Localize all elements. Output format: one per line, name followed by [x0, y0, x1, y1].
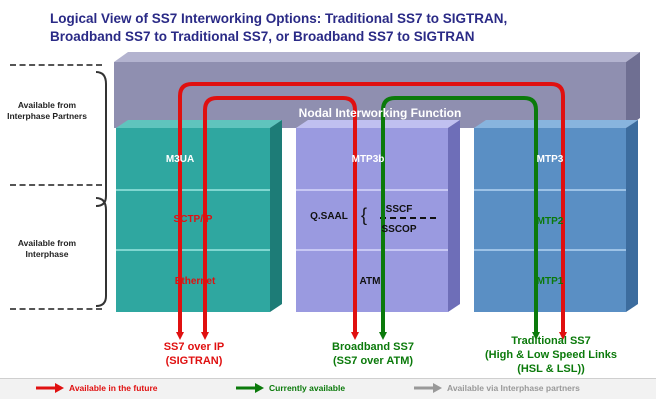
output-sigtran: SS7 over IP (SIGTRAN): [124, 340, 264, 368]
layer-mtp3: MTP3: [536, 154, 564, 165]
title-line-1: Logical View of SS7 Interworking Options…: [50, 11, 508, 26]
legend-item-future: Available in the future: [36, 383, 157, 393]
title-line-2: Broadband SS7 to Traditional SS7, or Bro…: [50, 29, 475, 44]
sigtran-stack: [116, 120, 282, 312]
dashed-divider-bottom: [10, 308, 102, 310]
layer-sscop: SSCOP: [381, 224, 417, 235]
output-sigtran-line-1: SS7 over IP: [163, 341, 225, 353]
layer-atm: ATM: [359, 276, 381, 287]
dashed-divider-top: [10, 64, 102, 66]
bracket-partners: [95, 71, 107, 207]
layer-m3ua: M3UA: [165, 154, 195, 165]
layer-mtp3b: MTP3b: [351, 154, 385, 165]
output-traditional-line-2: (High & Low Speed Links: [484, 349, 617, 361]
broadband-stack: [296, 120, 460, 312]
layer-qsaal-brace: {: [360, 205, 367, 225]
layer-mtp1: MTP1: [536, 276, 564, 287]
route-current-broadband-traditional: [381, 96, 540, 340]
legend-current-label: Currently available: [269, 383, 346, 393]
legend: Available in the future Currently availa…: [0, 378, 656, 399]
output-broadband-line-1: Broadband SS7: [332, 341, 414, 353]
output-traditional: Traditional SS7 (High & Low Speed Links …: [456, 334, 646, 376]
output-sigtran-line-2: (SIGTRAN): [165, 355, 223, 367]
legend-item-current: Currently available: [236, 383, 345, 393]
legend-partners-label: Available via Interphase partners: [447, 383, 580, 393]
diagram-title: Logical View of SS7 Interworking Options…: [50, 10, 650, 46]
route-future-sigtran-traditional: [178, 82, 567, 340]
nodal-band: [114, 52, 640, 128]
output-traditional-line-3: (HSL & LSL)): [517, 363, 585, 375]
legend-item-partners: Available via Interphase partners: [414, 383, 580, 393]
dashed-divider-middle: [10, 184, 102, 186]
bracket-interphase: [95, 197, 107, 307]
layer-qsaal: Q.SAAL: [310, 211, 348, 222]
output-broadband-line-2: (SS7 over ATM): [332, 355, 414, 367]
layer-mtp2: MTP2: [536, 216, 564, 227]
gray-arrow-icon: [414, 383, 442, 393]
layer-ethernet: Ethernet: [174, 276, 216, 287]
label-available-from-partners: Available from Interphase Partners: [7, 100, 87, 121]
traditional-stack: [474, 120, 638, 312]
red-arrow-icon: [36, 383, 64, 393]
green-arrow-icon: [236, 383, 264, 393]
nodal-interworking-label: Nodal Interworking Function: [298, 106, 462, 120]
layer-sscf: SSCF: [385, 204, 413, 215]
route-future-sigtran-broadband: [203, 96, 359, 340]
output-broadband: Broadband SS7 (SS7 over ATM): [298, 340, 448, 368]
layer-sctp-ip: SCTP/IP: [173, 214, 213, 225]
output-traditional-line-1: Traditional SS7: [511, 335, 591, 347]
legend-future-label: Available in the future: [69, 383, 158, 393]
label-available-from-interphase: Available from Interphase: [17, 238, 77, 259]
